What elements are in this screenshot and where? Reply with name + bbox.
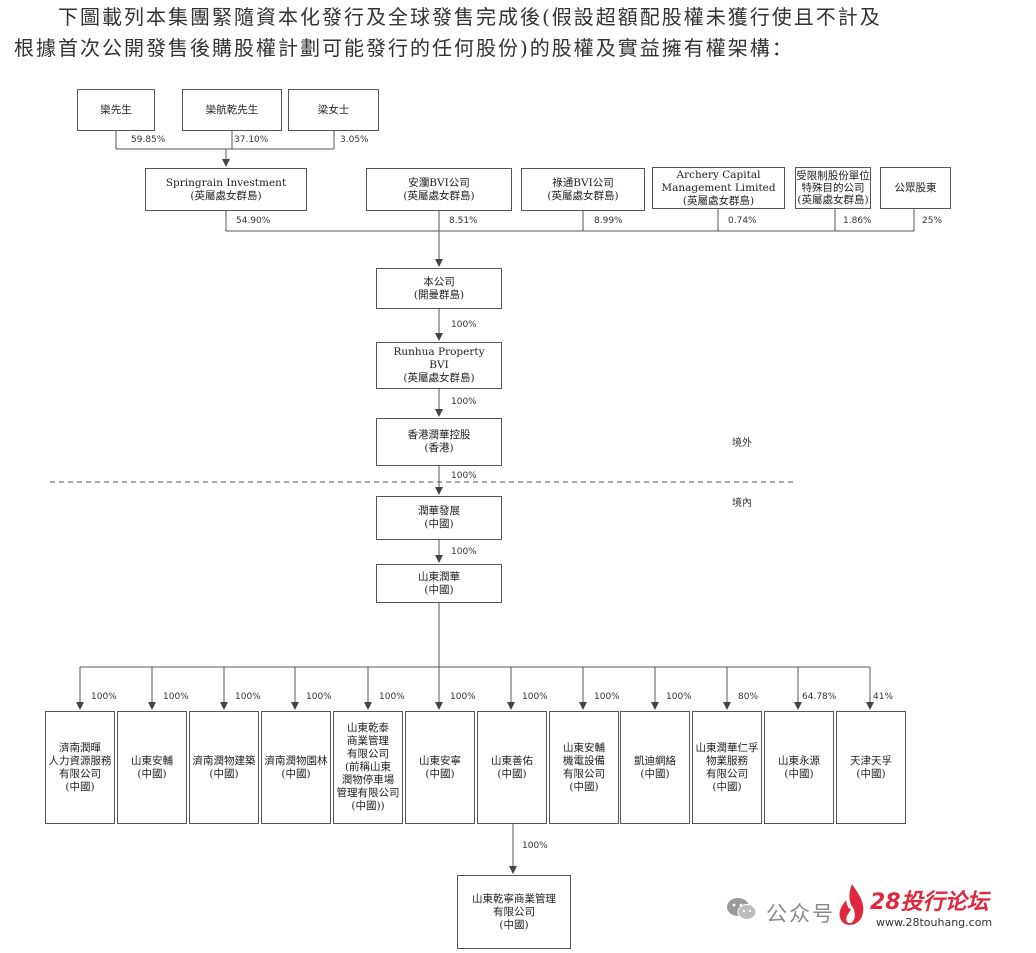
brand-url: www.28touhang.com bbox=[876, 916, 993, 929]
wechat-icon bbox=[726, 896, 758, 922]
subsidiary-box: 天津天孚 (中國) bbox=[836, 711, 906, 824]
company-box: 本公司 (開曼群島) bbox=[376, 268, 502, 309]
pct-label: 25% bbox=[922, 216, 943, 226]
offshore-label: 境外 bbox=[732, 438, 752, 449]
watermark: 公众号 28投行论坛 www.28touhang.com bbox=[726, 878, 1026, 938]
subsidiary-box: 山東善佑 (中國) bbox=[477, 711, 547, 824]
pct-label: 41% bbox=[873, 692, 894, 702]
pct-label: 100% bbox=[451, 320, 477, 330]
pct-label: 100% bbox=[451, 397, 477, 407]
subsidiary-box: 濟南潤暉 人力資源服務 有限公司 (中國) bbox=[45, 711, 115, 824]
pct-label: 100% bbox=[522, 692, 548, 702]
subsidiary-box: 山東潤華仁孚 物業服務 有限公司 (中國) bbox=[692, 711, 762, 824]
pct-label: 100% bbox=[235, 692, 261, 702]
onshore-label: 境內 bbox=[732, 498, 752, 509]
grandchild-box: 山東乾寧商業管理 有限公司 (中國) bbox=[457, 875, 571, 949]
pct-label: 100% bbox=[306, 692, 332, 702]
individual-box: 梁女士 bbox=[288, 89, 379, 131]
subsidiary-box: 山東乾泰 商業管理 有限公司 (前稱山東 潤物停車場 管理有限公司 (中國)) bbox=[333, 711, 403, 824]
intro-line-1: 下圖載列本集團緊隨資本化發行及全球發售完成後(假設超額配股權未獲行使且不計及 bbox=[58, 5, 882, 29]
pct-label: 54.90% bbox=[236, 216, 271, 226]
pct-label: 0.74% bbox=[728, 216, 757, 226]
pct-label: 100% bbox=[163, 692, 189, 702]
individual-box: 欒先生 bbox=[77, 89, 155, 131]
pct-label: 100% bbox=[451, 471, 477, 481]
brand-logo-text: 28投行论坛 bbox=[870, 890, 989, 915]
company-box: 山東潤華 (中國) bbox=[376, 564, 502, 603]
subsidiary-box: 濟南潤物建築 (中國) bbox=[189, 711, 259, 824]
shareholder-box: 祿通BVI公司 (英屬處女群島) bbox=[521, 168, 645, 211]
pct-label: 100% bbox=[379, 692, 405, 702]
company-box: 潤華發展 (中國) bbox=[376, 496, 502, 540]
subsidiary-box: 濟南潤物園林 (中國) bbox=[261, 711, 331, 824]
shareholder-box: Springrain Investment (英屬處女群島) bbox=[145, 168, 307, 211]
pct-label: 100% bbox=[594, 692, 620, 702]
pct-label: 8.51% bbox=[449, 216, 478, 226]
pct-label: 80% bbox=[738, 692, 759, 702]
pct-label: 100% bbox=[91, 692, 117, 702]
pct-label: 3.05% bbox=[340, 135, 369, 145]
pct-label: 37.10% bbox=[234, 135, 269, 145]
pct-label: 8.99% bbox=[594, 216, 623, 226]
shareholder-box: Archery Capital Management Limited (英屬處女… bbox=[652, 167, 785, 209]
company-box: Runhua Property BVI (英屬處女群島) bbox=[376, 342, 502, 389]
pct-label: 1.86% bbox=[843, 216, 872, 226]
individual-box: 欒航乾先生 bbox=[182, 89, 282, 131]
pct-label: 100% bbox=[522, 841, 548, 851]
subsidiary-box: 凱迪網絡 (中國) bbox=[620, 711, 690, 824]
flame-logo-icon bbox=[836, 882, 866, 930]
shareholder-box: 安瀾BVI公司 (英屬處女群島) bbox=[366, 168, 512, 211]
subsidiary-box: 山東安輔 (中國) bbox=[117, 711, 187, 824]
intro-paragraph: 下圖載列本集團緊隨資本化發行及全球發售完成後(假設超額配股權未獲行使且不計及 根… bbox=[14, 2, 1024, 64]
shareholder-box: 受限制股份單位 特殊目的公司 (英屬處女群島) bbox=[795, 167, 871, 209]
subsidiary-box: 山東安寧 (中國) bbox=[405, 711, 475, 824]
subsidiary-box: 山東永源 (中國) bbox=[764, 711, 834, 824]
pct-label: 100% bbox=[451, 547, 477, 557]
intro-line-2: 根據首次公開發售後購股權計劃可能發行的任何股份)的股權及實益擁有權架構： bbox=[14, 36, 794, 60]
subsidiary-box: 山東安輔 機電設備 有限公司 (中國) bbox=[549, 711, 619, 824]
pct-label: 59.85% bbox=[131, 135, 166, 145]
pct-label: 100% bbox=[450, 692, 476, 702]
pct-label: 100% bbox=[666, 692, 692, 702]
company-box: 香港潤華控股 (香港) bbox=[376, 418, 502, 466]
shareholder-box: 公眾股東 bbox=[880, 167, 951, 209]
watermark-text: 公众号 bbox=[766, 902, 835, 926]
pct-label: 64.78% bbox=[802, 692, 837, 702]
